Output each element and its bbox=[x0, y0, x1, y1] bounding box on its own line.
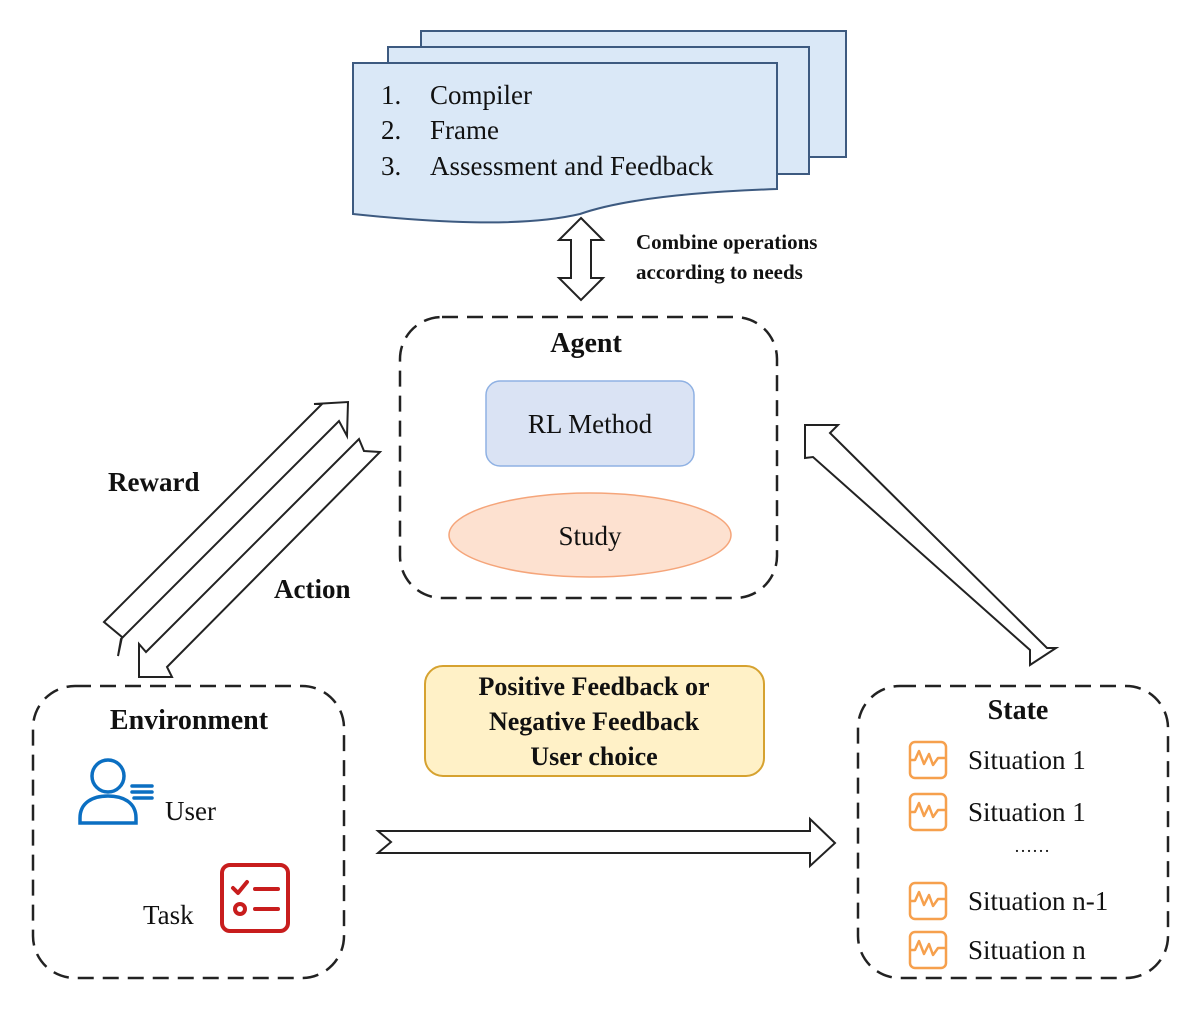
document-page-front bbox=[352, 62, 778, 224]
combine-label-line1: Combine operations bbox=[636, 230, 817, 254]
study-ellipse bbox=[448, 492, 732, 578]
environment-to-state-arrow bbox=[375, 816, 837, 869]
task-icon bbox=[220, 863, 290, 933]
document-stack: 1. Compiler 2. Frame 3. Assessment and F… bbox=[352, 30, 847, 224]
user-icon bbox=[78, 758, 154, 825]
activity-chart-icon bbox=[908, 740, 948, 780]
state-ellipsis: …… bbox=[1014, 836, 1050, 856]
situation-label: Situation 1 bbox=[968, 745, 1086, 775]
combine-label-line2: according to needs bbox=[636, 260, 803, 284]
doc-item-1-label: Compiler bbox=[430, 80, 532, 110]
state-title: State bbox=[988, 695, 1049, 726]
doc-item-1-num: 1. bbox=[381, 80, 401, 110]
reward-arrow bbox=[102, 400, 350, 657]
rl-method-label: RL Method bbox=[528, 409, 653, 439]
action-arrow bbox=[138, 437, 383, 678]
feedback-line3: User choice bbox=[530, 742, 657, 771]
situation-label: Situation n-1 bbox=[968, 886, 1108, 916]
feedback-line1: Positive Feedback or bbox=[478, 672, 709, 701]
user-label: User bbox=[165, 796, 216, 826]
reward-label: Reward bbox=[108, 467, 199, 497]
situation-label: Situation 1 bbox=[968, 797, 1086, 827]
action-label: Action bbox=[274, 574, 351, 604]
feedback-line2: Negative Feedback bbox=[489, 707, 700, 736]
study-label: Study bbox=[558, 521, 622, 551]
activity-chart-icon bbox=[908, 930, 948, 970]
doc-item-2-label: Frame bbox=[430, 115, 499, 145]
doc-item-3-label: Assessment and Feedback bbox=[430, 151, 714, 181]
double-arrow-vertical bbox=[556, 216, 606, 302]
agent-title: Agent bbox=[550, 328, 622, 359]
task-label: Task bbox=[143, 900, 194, 930]
feedback-box bbox=[424, 665, 765, 777]
doc-item-3-num: 3. bbox=[381, 151, 401, 181]
doc-item-2-num: 2. bbox=[381, 115, 401, 145]
situation-label: Situation n bbox=[968, 935, 1086, 965]
state-to-agent-arrow bbox=[804, 424, 1060, 667]
situation-item: Situation n-1 bbox=[908, 881, 1108, 921]
situation-item: Situation 1 bbox=[908, 740, 1086, 780]
environment-title: Environment bbox=[110, 705, 269, 736]
environment-box: Environment User Task bbox=[31, 684, 346, 980]
activity-chart-icon bbox=[908, 792, 948, 832]
activity-chart-icon bbox=[908, 881, 948, 921]
state-box: State Situation 1 Situation 1 Situation n-… bbox=[856, 684, 1170, 980]
situation-item: Situation n bbox=[908, 930, 1086, 970]
rl-method-box bbox=[485, 380, 695, 467]
agent-box: Agent RL Method Study bbox=[398, 315, 779, 600]
situation-item: Situation 1 bbox=[908, 792, 1086, 832]
